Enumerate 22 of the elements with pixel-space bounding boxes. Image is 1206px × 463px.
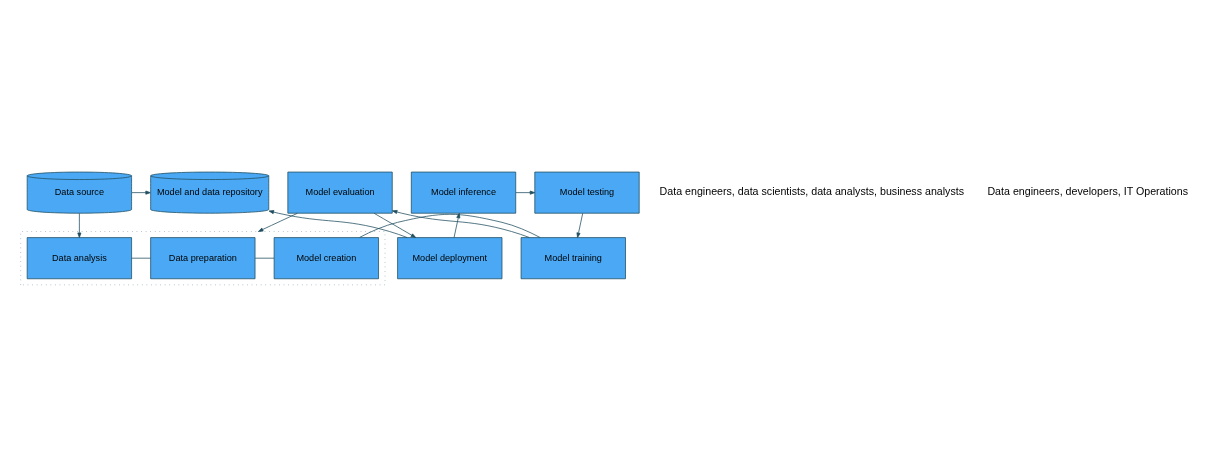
arrow (576, 212, 584, 238)
arrow (392, 210, 530, 238)
arrow (131, 190, 151, 195)
connector (131, 257, 151, 259)
node-box: Model inference (410, 171, 517, 214)
node-box: Data analysis (26, 237, 132, 280)
label: Data engineers, developers, IT Operations (987, 185, 1189, 198)
node-box: Model testing (534, 171, 640, 214)
node-box: Model training (520, 237, 626, 280)
arrow (258, 212, 298, 232)
node-box: Model evaluation (287, 171, 393, 214)
node-box: Model deployment (397, 237, 503, 280)
arrow (77, 212, 82, 238)
arrow (453, 212, 461, 238)
node-box: Model creation (273, 237, 379, 280)
connector (359, 213, 541, 238)
arrow (515, 190, 536, 195)
connector (254, 257, 275, 259)
label: Data engineers, data scientists, data analysts, business analysts (659, 185, 965, 198)
node-box: Data preparation (150, 237, 256, 280)
arrow (268, 210, 408, 238)
arrow (373, 212, 417, 238)
